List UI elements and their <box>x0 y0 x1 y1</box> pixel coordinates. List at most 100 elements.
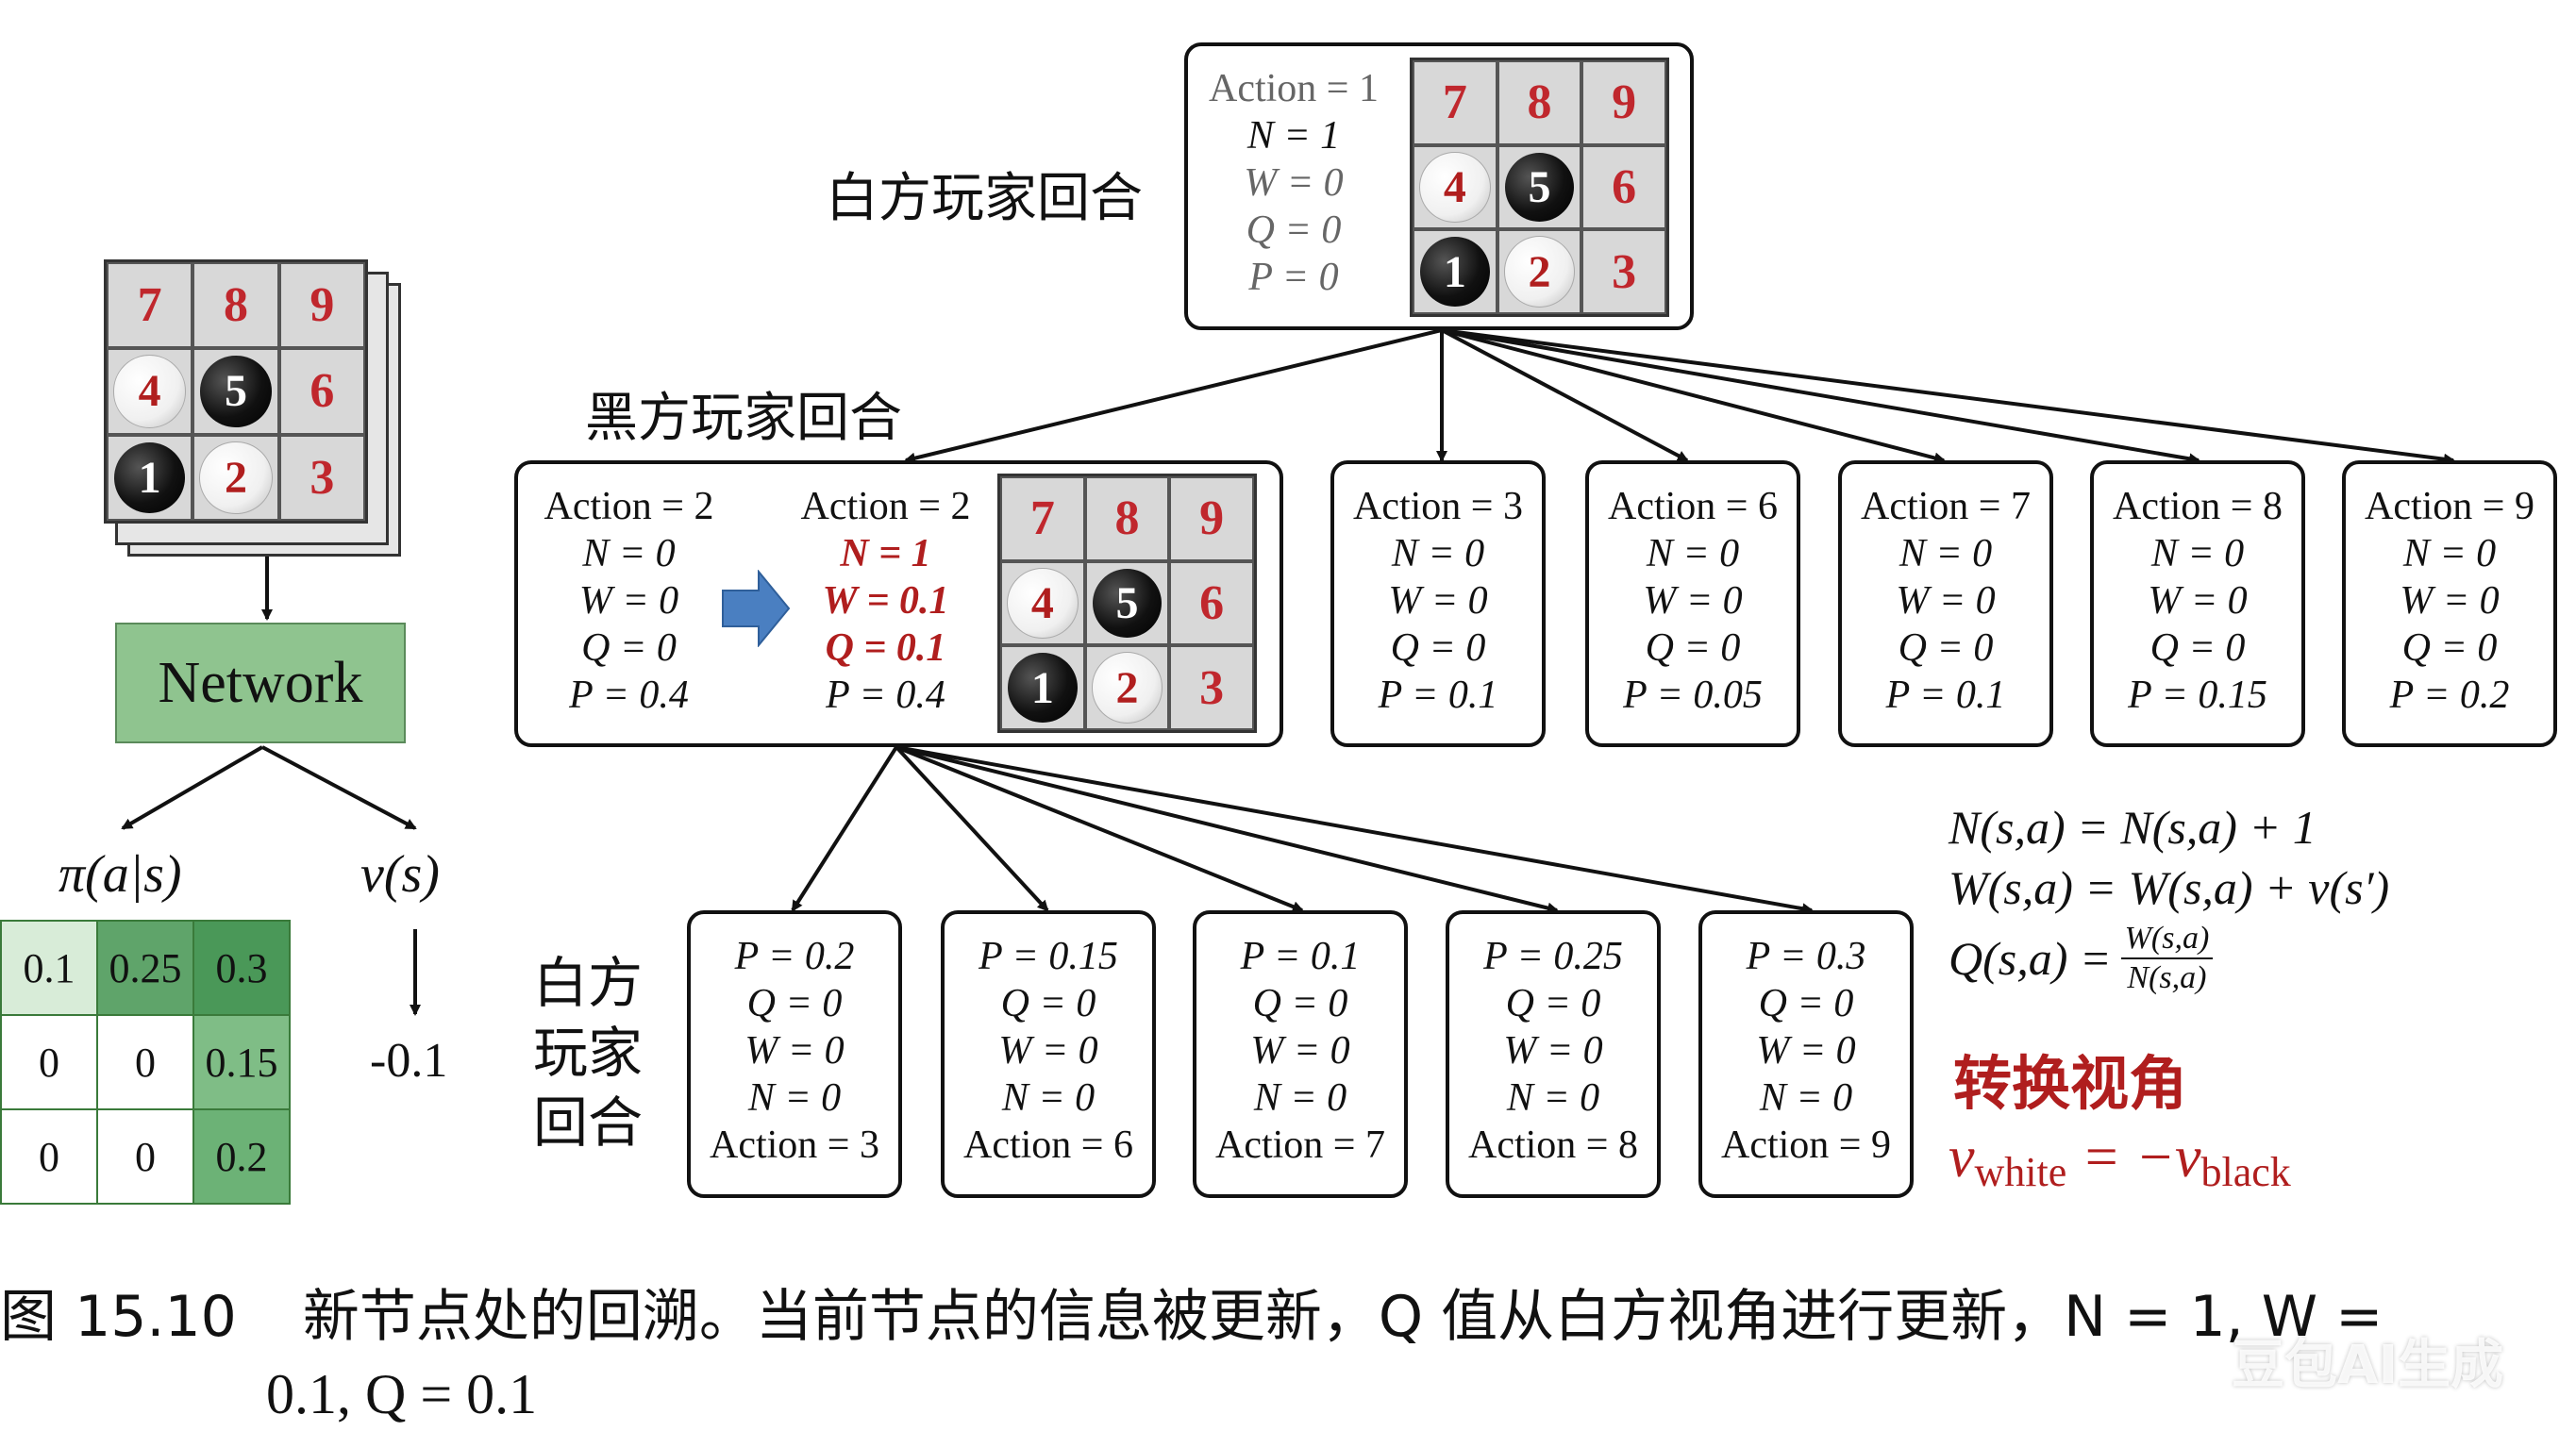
value-output: -0.1 <box>370 1034 448 1088</box>
policy-cell: 0 <box>0 1014 98 1110</box>
board-cell: 6 <box>1581 144 1666 230</box>
edge-network-value <box>261 745 417 830</box>
board-cell: 4 <box>107 348 193 435</box>
level2-node: Action = 6 N = 0 W = 0 Q = 0 P = 0.05 <box>1585 460 1800 747</box>
node-w: W = 0 <box>2148 579 2248 623</box>
node-q: Q = 0 <box>1000 982 1096 1025</box>
v-eq: = −v <box>2066 1125 2201 1190</box>
formula-q-fraction: W(s,a) N(s,a) <box>2120 920 2214 997</box>
board-cell: 2 <box>1084 645 1170 730</box>
formula-w-update: W(s,a) = W(s,a) + v(s′) <box>1949 861 2390 914</box>
after-q: Q = 0.1 <box>825 626 946 670</box>
node-p: P = 0.1 <box>1885 674 2006 717</box>
board-cell: 3 <box>1169 645 1254 730</box>
board-cell: 9 <box>278 262 365 349</box>
level3-node: P = 0.3 Q = 0 W = 0 N = 0 Action = 9 <box>1698 910 1914 1198</box>
black-stone-icon: 1 <box>114 441 186 513</box>
node-p: P = 0.3 <box>1746 935 1866 978</box>
black-stone-icon: 5 <box>200 356 272 427</box>
policy-cell: 0 <box>0 1108 98 1205</box>
v-lhs-sub: white <box>1974 1149 2067 1195</box>
node-q: Q = 0 <box>2401 626 2498 670</box>
node-q: Q = 0 <box>1390 626 1486 670</box>
node-n: N = 0 <box>1646 532 1740 575</box>
edge-root-a6 <box>1441 328 1689 462</box>
node-p: P = 0.15 <box>979 935 1118 978</box>
board-cell: 1 <box>1413 229 1497 314</box>
white-stone-icon: 4 <box>1007 567 1079 640</box>
white-stone-icon: 4 <box>1419 151 1491 224</box>
before-action: Action = 2 <box>544 485 714 528</box>
v-rhs-sub: black <box>2200 1149 2291 1195</box>
node-w: W = 0 <box>1896 579 1996 623</box>
board-cell: 4 <box>1413 144 1497 230</box>
before-w: W = 0 <box>578 579 679 623</box>
white-stone-icon: 2 <box>1503 236 1576 308</box>
edge-root-a8 <box>1441 328 2200 465</box>
node-n: N = 0 <box>2402 532 2497 575</box>
board-cell: 1 <box>1000 645 1085 730</box>
board-cell: 8 <box>1084 476 1170 561</box>
policy-cell: 0 <box>96 1108 194 1205</box>
white-stone-icon: 4 <box>113 355 187 428</box>
after-n: N = 1 <box>840 532 931 575</box>
node-q: Q = 0 <box>1645 626 1741 670</box>
policy-label: π(a|s) <box>59 845 182 904</box>
caption-label: 图 15.10 <box>0 1284 237 1350</box>
node-n: N = 0 <box>1899 532 1993 575</box>
black-stone-icon: 5 <box>1092 568 1163 639</box>
node-action: Action = 6 <box>1608 485 1778 528</box>
node-w: W = 0 <box>1643 579 1743 623</box>
root-action: Action = 1 <box>1209 67 1379 110</box>
root-n: N = 1 <box>1246 114 1341 158</box>
node-action: Action = 9 <box>2365 485 2534 528</box>
node-action: Action = 8 <box>2113 485 2283 528</box>
board-cell: 8 <box>1497 60 1582 145</box>
policy-cell: 0.15 <box>192 1014 291 1110</box>
board-cell: 2 <box>192 434 279 521</box>
edge-a2-child9 <box>895 745 1814 915</box>
formula-n-update: N(s,a) = N(s,a) + 1 <box>1949 801 2317 854</box>
level2-node: Action = 8 N = 0 W = 0 Q = 0 P = 0.15 <box>2090 460 2305 747</box>
edge-root-a9 <box>1441 328 2455 465</box>
board-cell: 7 <box>1000 476 1085 561</box>
edge-a2-child8 <box>895 745 1559 914</box>
edge-root-a2 <box>904 328 1443 464</box>
node-action: Action = 9 <box>1721 1123 1891 1167</box>
node-p: P = 0.25 <box>1483 935 1623 978</box>
level2-node: Action = 7 N = 0 W = 0 Q = 0 P = 0.1 <box>1838 460 2053 747</box>
level3-node: P = 0.25 Q = 0 W = 0 N = 0 Action = 8 <box>1446 910 1661 1198</box>
formula-q-den: N(s,a) <box>2127 960 2207 995</box>
root-node-stats: Action = 1 N = 1 W = 0 Q = 0 P = 0 <box>1199 65 1388 301</box>
board-cell: 9 <box>1581 60 1666 145</box>
root-q: Q = 0 <box>1246 208 1342 252</box>
edge-a2-child3 <box>791 745 898 912</box>
before-p: P = 0.4 <box>569 674 689 717</box>
node-action: Action = 3 <box>1353 485 1523 528</box>
level3-node: P = 0.2 Q = 0 W = 0 N = 0 Action = 3 <box>687 910 902 1198</box>
board-cell: 5 <box>192 348 279 435</box>
board-cell: 7 <box>107 262 193 349</box>
watermark: 豆包AI生成 <box>2232 1335 2504 1396</box>
switch-view-label: 转换视角 <box>1953 1049 2188 1118</box>
policy-cell: 0 <box>96 1014 194 1110</box>
board-cell: 2 <box>1497 229 1582 314</box>
node-w: W = 0 <box>1503 1029 1603 1073</box>
root-w: W = 0 <box>1244 161 1344 205</box>
board-cell: 8 <box>192 262 279 349</box>
node-q: Q = 0 <box>1898 626 1994 670</box>
node-q: Q = 0 <box>746 982 843 1025</box>
selected-before-stats: Action = 2 N = 0 W = 0 Q = 0 P = 0.4 <box>527 483 730 719</box>
node-p: P = 0.2 <box>734 935 855 978</box>
node-q: Q = 0 <box>1252 982 1348 1025</box>
black-turn-label: 黑方玩家回合 <box>585 388 902 449</box>
before-q: Q = 0 <box>581 626 677 670</box>
white-turn-top-label: 白方玩家回合 <box>826 168 1143 229</box>
level3-node: P = 0.15 Q = 0 W = 0 N = 0 Action = 6 <box>941 910 1156 1198</box>
node-p: P = 0.15 <box>2128 674 2267 717</box>
board-cell: 6 <box>278 348 365 435</box>
selected-node: Action = 2 N = 0 W = 0 Q = 0 P = 0.4 Act… <box>514 460 1283 747</box>
